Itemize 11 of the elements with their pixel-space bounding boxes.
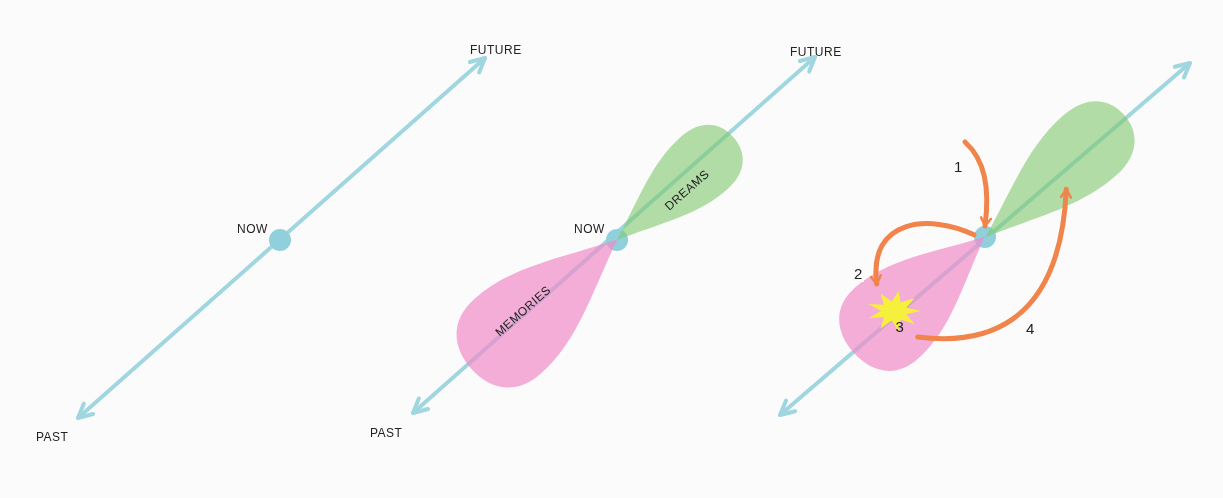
- point-label: NOW: [237, 223, 268, 235]
- time-label: PAST: [370, 427, 403, 439]
- time-label: FUTURE: [790, 46, 842, 58]
- curved-arrow: [962, 139, 993, 229]
- step-number: 3: [895, 318, 904, 334]
- curved-arrow: [870, 221, 977, 287]
- now-point: [572, 223, 630, 253]
- point-label: NOW: [574, 223, 605, 235]
- time-label: FUTURE: [470, 44, 522, 56]
- now-point: [235, 223, 293, 253]
- time-label: PAST: [36, 431, 69, 443]
